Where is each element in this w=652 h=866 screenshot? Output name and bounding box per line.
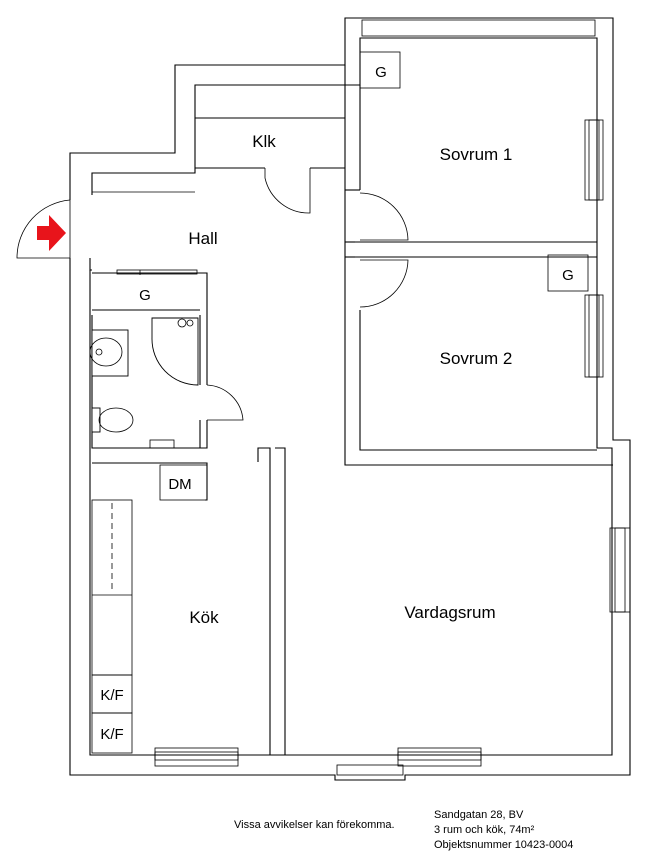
address-line: Sandgatan 28, BV: [434, 809, 524, 821]
room-label-klk: Klk: [252, 132, 276, 151]
fixtures: [89, 51, 589, 754]
entrance-arrow-icon: [37, 215, 66, 251]
room-label-hall: Hall: [188, 229, 217, 248]
windows: [154, 19, 631, 776]
object-number-line: Objektsnummer 10423-0004: [434, 839, 574, 851]
interior-walls: [89, 117, 613, 755]
property-info: Sandgatan 28, BV 3 rum och kök, 74m² Obj…: [434, 808, 573, 853]
room-label-sovrum2: Sovrum 2: [440, 349, 513, 368]
disclaimer-text: Vissa avvikelser kan förekomma.: [234, 819, 395, 831]
appliance-label-kf-2: K/F: [100, 726, 123, 743]
appliance-label-dm: DM: [168, 476, 191, 493]
closet-label-sovrum2: G: [562, 267, 574, 284]
doors: [16, 168, 409, 421]
room-label-kok: Kök: [189, 608, 219, 627]
summary-line: 3 rum och kök, 74m²: [434, 824, 535, 836]
outer-walls: [69, 17, 631, 781]
closet-label-sovrum1: G: [375, 64, 387, 81]
closet-label-hall: G: [139, 287, 151, 304]
room-label-sovrum1: Sovrum 1: [440, 145, 513, 164]
room-label-vardagsrum: Vardagsrum: [404, 603, 495, 622]
appliance-label-kf-1: K/F: [100, 687, 123, 704]
